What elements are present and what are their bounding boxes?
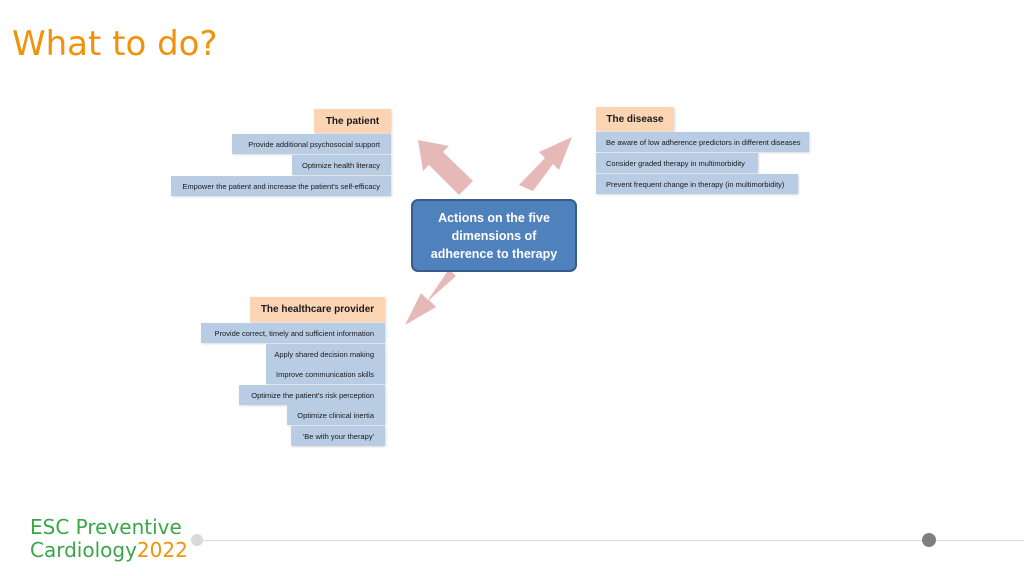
patient-item: Empower the patient and increase the pat…: [171, 176, 391, 196]
provider-header: The healthcare provider: [250, 297, 385, 322]
logo-line2: Cardiology: [30, 538, 137, 562]
arrow-to-disease: [519, 137, 572, 191]
provider-item: Improve communication skills: [266, 364, 385, 384]
provider-item: Apply shared decision making: [266, 344, 385, 364]
center-line: adherence to therapy: [430, 246, 558, 261]
footer-divider: [196, 540, 1024, 541]
logo-year: 2022: [136, 538, 188, 562]
provider-item: Optimize clinical inertia: [287, 405, 385, 425]
center-line: Actions on the five: [438, 210, 550, 225]
provider-item: Provide correct, timely and sufficient i…: [201, 323, 385, 343]
provider-item: 'Be with your therapy': [291, 426, 385, 446]
disease-header: The disease: [596, 107, 674, 131]
center-actions-box: Actions on the five dimensions of adhere…: [411, 199, 577, 272]
disease-item: Prevent frequent change in therapy (in m…: [596, 174, 798, 194]
disease-item: Be aware of low adherence predictors in …: [596, 132, 809, 152]
logo-line1: ESC Preventive: [30, 515, 182, 539]
footer-dot-right: [922, 533, 936, 547]
center-line: dimensions of: [451, 228, 537, 243]
patient-item: Provide additional psychosocial support: [232, 134, 391, 154]
footer-dot-left: [191, 534, 203, 546]
disease-item: Consider graded therapy in multimorbidit…: [596, 153, 758, 173]
patient-item: Optimize health literacy: [292, 155, 391, 175]
esc-logo: ESC Preventive Cardiology2022: [30, 516, 188, 562]
arrow-to-provider: [405, 269, 456, 325]
patient-header: The patient: [314, 109, 391, 133]
arrow-to-patient: [418, 140, 473, 195]
page-title: What to do?: [12, 24, 218, 64]
provider-item: Optimize the patient's risk perception: [239, 385, 385, 405]
